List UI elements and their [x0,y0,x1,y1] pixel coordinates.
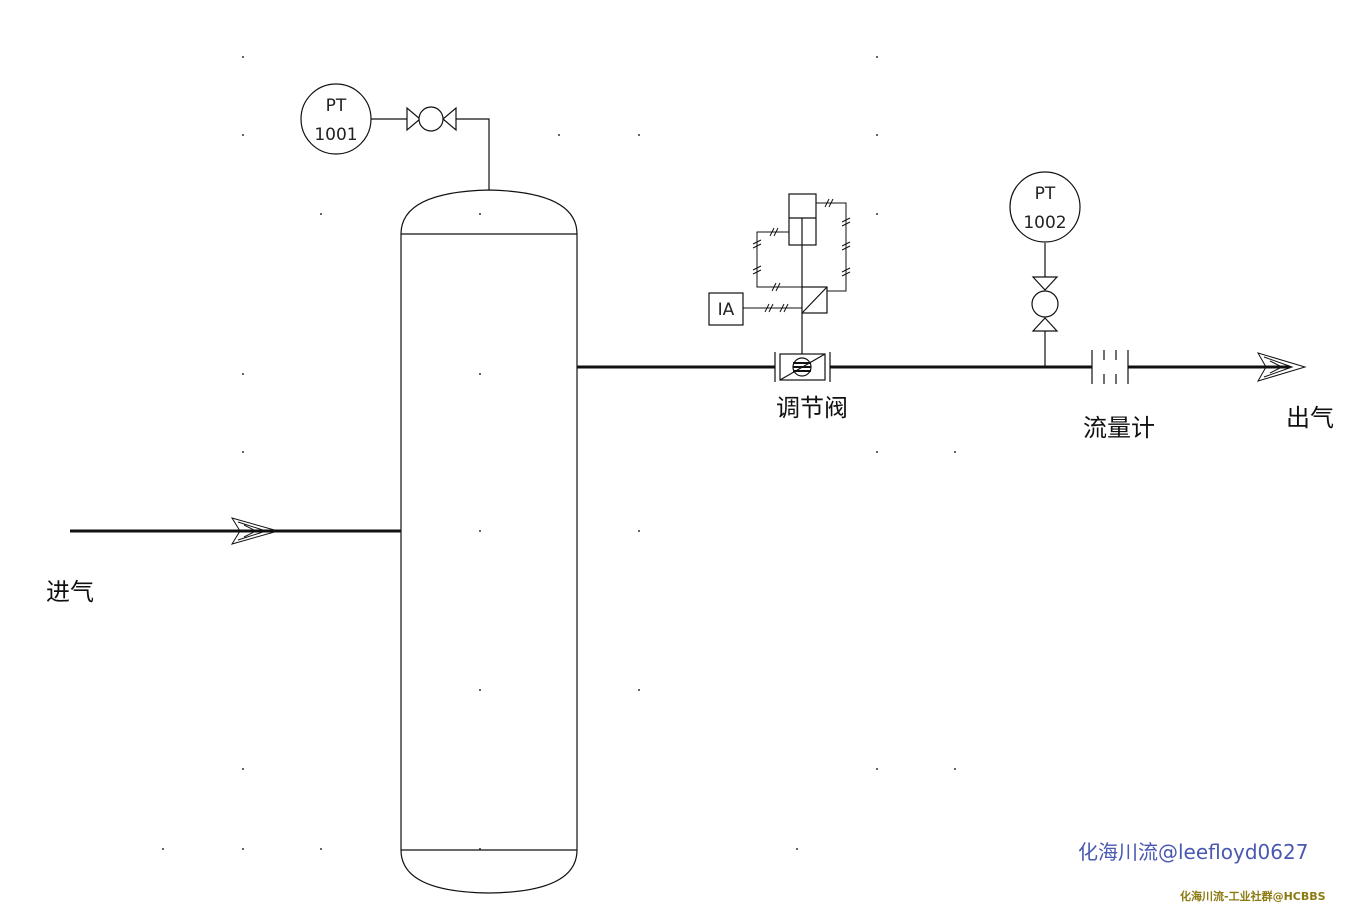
air-supply-label: IA [718,300,735,320]
forum-watermark: 化海川流-工业社群@HCBBS [1180,890,1326,903]
pt1002-root-valve [1031,276,1059,332]
inlet-flow-arrow [230,517,280,545]
signal-hash-marks [752,198,851,313]
pt1002-number: 1002 [1023,213,1066,233]
separator-vessel [400,189,578,894]
flow-meter-label: 流量计 [1083,414,1155,442]
author-watermark: 化海川流@leefloyd0627 [1078,840,1309,864]
pt1002-instrument: PT 1002 [1009,171,1081,243]
pt1001-number: 1001 [314,125,357,145]
pt1001-root-valve [406,106,457,132]
inlet-label: 进气 [46,578,94,606]
air-supply-box: IA [708,292,744,326]
valve-actuator [788,193,828,354]
grid-dots [162,56,956,850]
control-valve-label: 调节阀 [776,394,848,422]
outlet-flow-arrow [1256,352,1307,382]
outlet-label: 出气 [1286,404,1334,432]
inlet-pipe [70,517,401,545]
flow-meter [1091,350,1129,384]
control-valve [774,352,831,382]
pt1002-type: PT [1035,184,1056,204]
pt1001-impulse-line [371,118,490,190]
pt1001-type: PT [326,96,347,116]
pt1001-instrument: PT 1001 [300,83,372,155]
